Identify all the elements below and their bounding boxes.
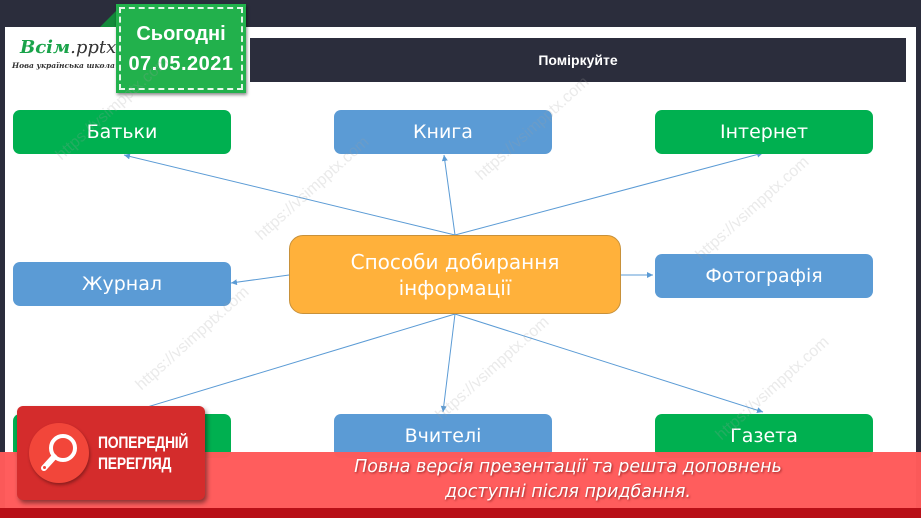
banner-line-1: Повна версія презентації та решта доповн… xyxy=(354,457,782,477)
banner-bottom-stripe xyxy=(0,508,921,518)
node-zhurnal: Журнал xyxy=(13,262,231,306)
date-label: Сьогодні xyxy=(136,22,226,45)
preview-badge[interactable]: ПОПЕРЕДНІЙ ПЕРЕГЛЯД xyxy=(17,406,205,500)
logo-subtitle: Нова українська школа xyxy=(12,61,115,70)
date-badge: Сьогодні 07.05.2021 xyxy=(116,4,246,93)
page-title: Поміркуйте xyxy=(538,52,618,68)
node-vchyteli: Вчителі xyxy=(334,414,552,458)
node-fotohrafiia: Фотографія xyxy=(655,254,873,298)
center-node: Способи добирання інформації xyxy=(289,235,621,314)
magnifier-icon xyxy=(41,434,77,471)
node-internet: Інтернет xyxy=(655,110,873,154)
logo-title: Всім.pptx xyxy=(20,37,117,58)
node-batky: Батьки xyxy=(13,110,231,154)
magnifier-icon-circle xyxy=(29,423,89,483)
banner-line-2: доступні після придбання. xyxy=(445,482,691,502)
center-line-2: інформації xyxy=(398,275,512,300)
slide-header: Поміркуйте xyxy=(250,38,906,82)
brand-logo: Всім.pptx Нова українська школа xyxy=(12,37,116,77)
node-hazeta: Газета xyxy=(655,414,873,458)
preview-label: ПОПЕРЕДНІЙ ПЕРЕГЛЯД xyxy=(98,433,189,473)
date-badge-fold xyxy=(100,10,117,27)
date-value: 07.05.2021 xyxy=(128,52,234,75)
node-knyha: Книга xyxy=(334,110,552,154)
center-line-1: Способи добирання xyxy=(350,249,560,274)
